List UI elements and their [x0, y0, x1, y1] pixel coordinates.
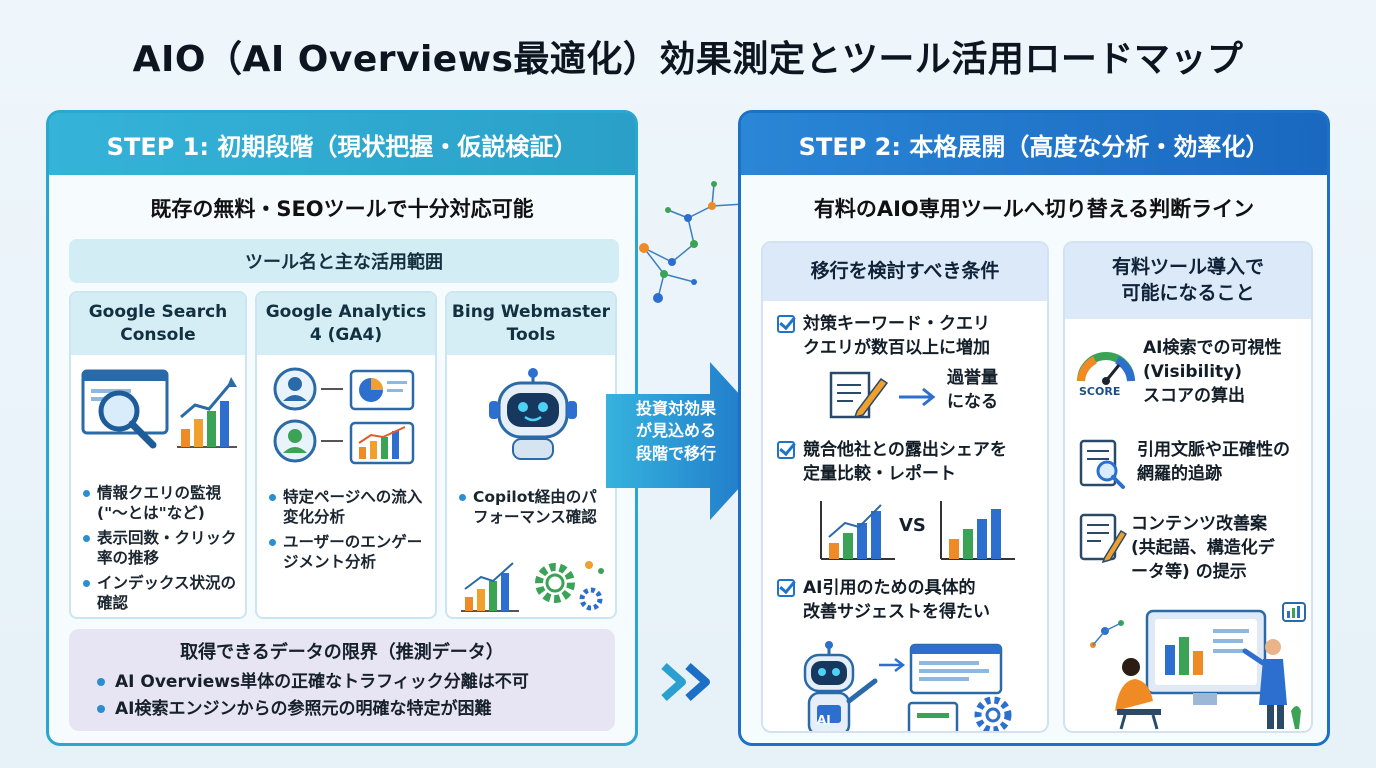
list-item: AI検索エンジンからの参照元の明確な特定が困難	[97, 696, 529, 723]
limits-list: AI Overviews単体の正確なトラフィック分離は不可 AI検索エンジンから…	[97, 669, 529, 723]
list-item: 表示回数・クリック率の推移	[81, 528, 239, 569]
page-title: AIO（AI Overviews最適化）効果測定とツール活用ロードマップ	[132, 39, 1244, 80]
list-item: AI Overviews単体の正確なトラフィック分離は不可	[97, 669, 529, 696]
limits-title: 取得できるデータの限界（推測データ）	[180, 642, 504, 663]
document-search-icon	[1079, 439, 1127, 491]
step2-header: STEP 2: 本格展開（高度な分析・効率化）	[741, 113, 1327, 175]
analytics-users-icon	[271, 367, 427, 467]
transition-label-line: が見込める	[635, 421, 716, 441]
list-item: インデックス状況の確認	[81, 573, 239, 614]
tool-card-gsc: Google Search Console 情報クエリの監視 ("〜とは"など)…	[69, 291, 247, 619]
workload-label: 過誉量 になる	[947, 368, 998, 412]
condition-item: 対策キーワード・クエリ クエリが数百以上に増加	[777, 313, 990, 361]
list-item: 特定ページへの流入変化分析	[267, 487, 429, 528]
score-label: SCORE	[1079, 385, 1121, 398]
condition-text: 対策キーワード・クエリ クエリが数百以上に増加	[803, 314, 990, 358]
capabilities-heading: 有料ツール導入で 可能になること	[1065, 243, 1311, 319]
conditions-column: 移行を検討すべき条件 対策キーワード・クエリ クエリが数百以上に増加 過誉量 に…	[761, 241, 1049, 733]
step2-panel: STEP 2: 本格展開（高度な分析・効率化） 有料のAIO専用ツールへ切り替え…	[738, 110, 1330, 746]
tool-name: Bing Webmaster Tools	[447, 293, 615, 355]
data-limits-box: 取得できるデータの限界（推測データ） AI Overviews単体の正確なトラフ…	[69, 629, 615, 731]
checkbox-icon	[777, 315, 795, 333]
chart-gear-icon	[459, 555, 609, 615]
vs-label: VS	[899, 515, 926, 536]
list-item: ユーザーのエンゲージメント分析	[267, 532, 429, 573]
conditions-heading: 移行を検討すべき条件	[763, 243, 1047, 301]
double-chevron-icon	[658, 660, 718, 704]
robot-icon	[483, 367, 583, 463]
document-edit-icon	[1079, 513, 1127, 565]
score-gauge-icon	[1075, 347, 1137, 391]
tools-heading: ツール名と主な活用範囲	[69, 239, 619, 283]
step1-subtitle: 既存の無料・SEOツールで十分対応可能	[150, 197, 534, 221]
checkbox-icon	[777, 441, 795, 459]
tool-bullets-bing: Copilot経由のパフォーマンス確認	[457, 487, 609, 532]
condition-text: 競合他社との露出シェアを 定量比較・レポート	[803, 440, 1007, 484]
condition-text: AI引用のための具体的 改善サジェストを得たい	[803, 578, 990, 622]
capabilities-column: 有料ツール導入で 可能になること SCORE AI検索での可視性 (Visibi…	[1063, 241, 1313, 733]
condition-item: 競合他社との露出シェアを 定量比較・レポート	[777, 439, 1007, 487]
tool-name: Google Search Console	[71, 293, 245, 355]
capability-text: AI検索での可視性 (Visibility) スコアの算出	[1143, 338, 1282, 406]
search-console-icon	[81, 367, 241, 457]
transition-label: 投資対効果 が見込める 段階で移行	[612, 398, 740, 465]
tool-name: Google Analytics 4 (GA4)	[257, 293, 435, 355]
ai-robot-illustration	[783, 641, 1033, 731]
tool-card-bing: Bing Webmaster Tools Copilot経由のパフォーマンス確認	[445, 291, 617, 619]
list-item: 情報クエリの監視 ("〜とは"など)	[81, 483, 239, 524]
tool-card-ga4: Google Analytics 4 (GA4)	[255, 291, 437, 619]
note-pencil-icon	[823, 367, 943, 423]
capability-text: 引用文脈や正確性の 網羅的追跡	[1137, 440, 1290, 484]
step2-subtitle: 有料のAIO専用ツールへ切り替える判断ライン	[813, 197, 1255, 221]
competitor-comparison-chart	[819, 499, 1019, 563]
step1-panel: STEP 1: 初期段階（現状把握・仮説検証） 既存の無料・SEOツールで十分対…	[46, 110, 638, 746]
list-item: Copilot経由のパフォーマンス確認	[457, 487, 609, 528]
tool-bullets-gsc: 情報クエリの監視 ("〜とは"など) 表示回数・クリック率の推移 インデックス状…	[81, 483, 239, 617]
condition-item: AI引用のための具体的 改善サジェストを得たい	[777, 577, 990, 625]
analyst-workstation-illustration	[1069, 601, 1309, 731]
transition-label-line: 段階で移行	[635, 443, 716, 463]
tool-bullets-ga4: 特定ページへの流入変化分析 ユーザーのエンゲージメント分析	[267, 487, 429, 577]
transition-label-line: 投資対効果	[635, 399, 716, 418]
checkbox-icon	[777, 579, 795, 597]
step1-header: STEP 1: 初期段階（現状把握・仮説検証）	[49, 113, 635, 175]
capability-text: コンテンツ改善案 (共起語、構造化デ ータ等) の提示	[1131, 514, 1275, 582]
ai-badge: AI	[817, 713, 831, 727]
